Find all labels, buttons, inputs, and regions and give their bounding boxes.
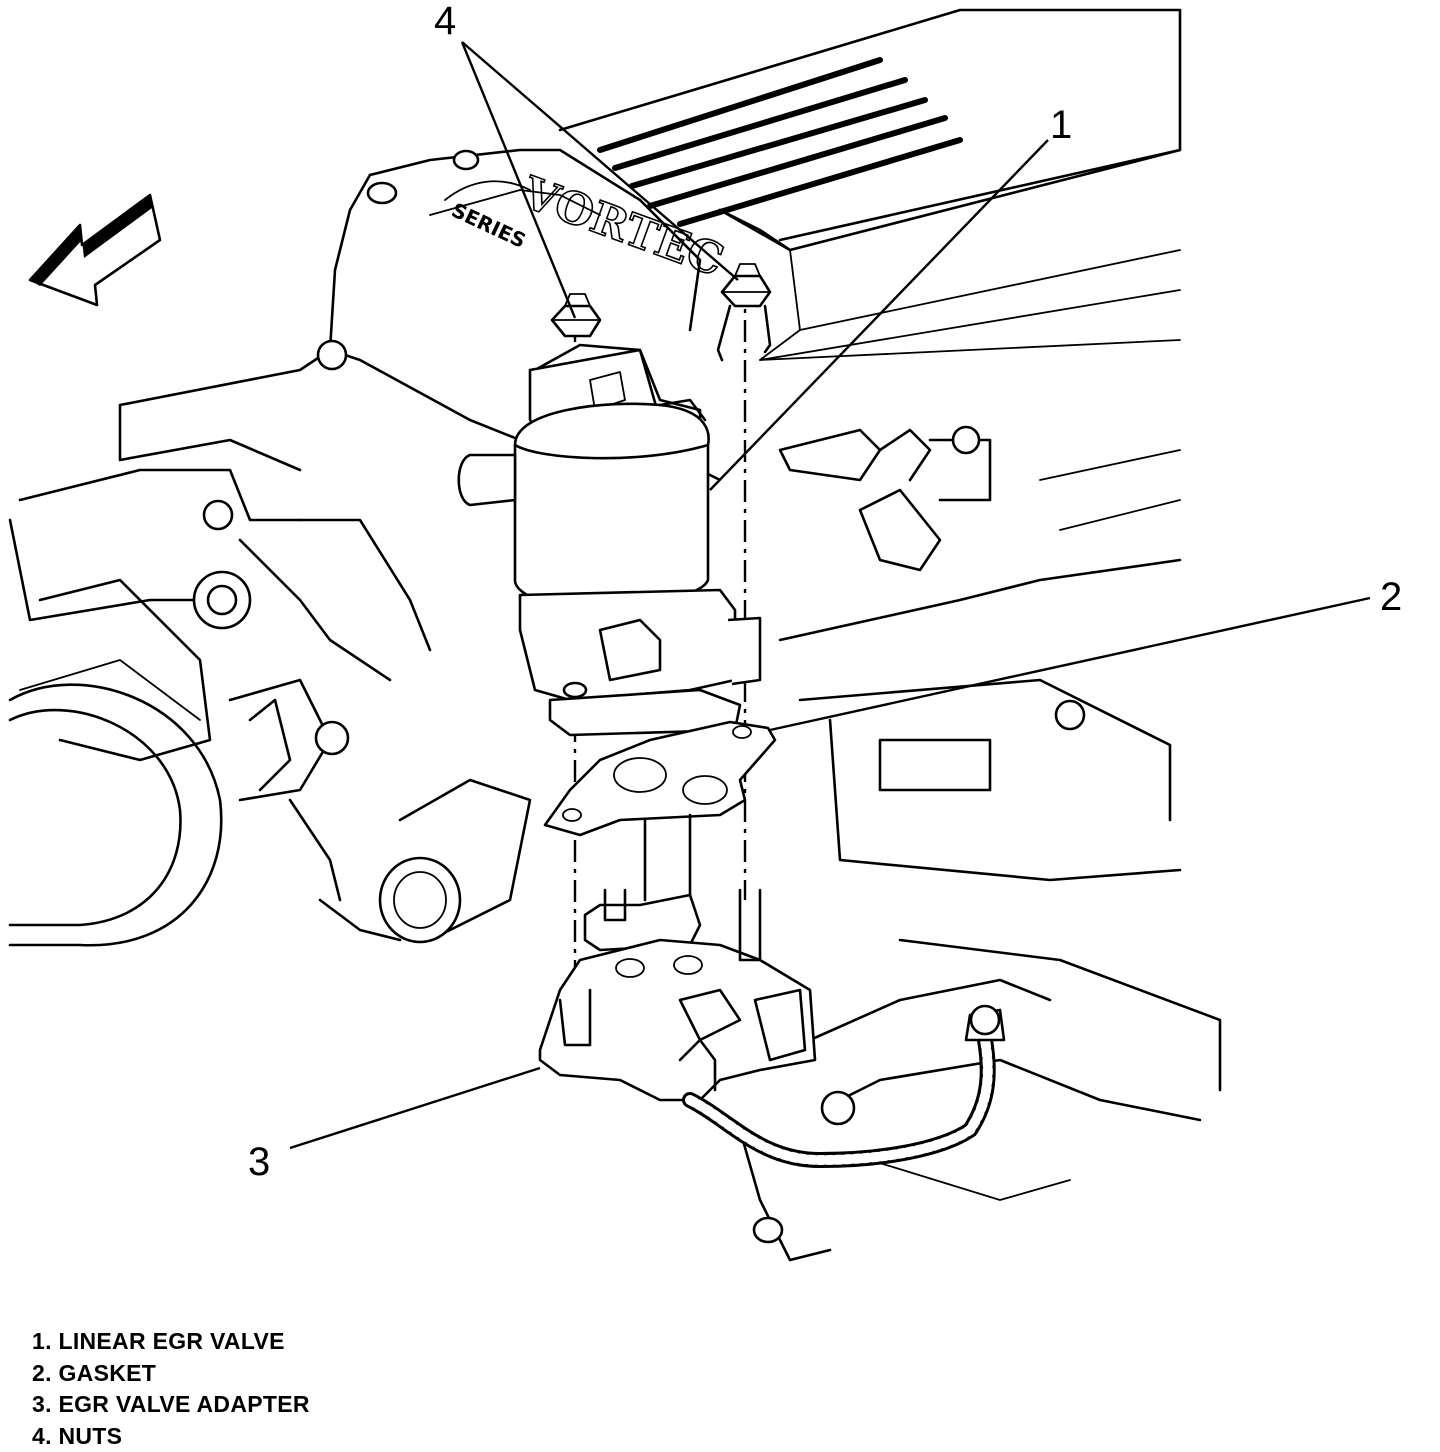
leader-lines [289,41,1371,1150]
nut-right-icon [716,263,772,362]
coolant-tube [318,778,532,944]
linear-egr-valve [457,343,762,737]
callout-3: 3 [248,1140,270,1184]
egr-tube [643,813,692,902]
manifold-casting: VORTEC SERIES [328,148,731,352]
egr-gasket [543,720,777,837]
legend-item-nuts: 4. NUTS [32,1422,123,1449]
parts-legend: 1. LINEAR EGR VALVE 2. GASKET 3. EGR VAL… [32,1326,310,1452]
legend-item-egr-valve-adapter: 3. EGR VALVE ADAPTER [32,1391,310,1417]
svg-text:SERIES: SERIES [448,198,530,253]
front-direction-arrow-icon [28,193,162,307]
callout-1: 1 [1050,103,1072,147]
egr-valve-adapter [538,888,817,1102]
legend-item-gasket: 2. GASKET [32,1359,157,1386]
sensor-cable [682,1004,1006,1169]
legend-item-linear-egr-valve: 1. LINEAR EGR VALVE [32,1328,285,1354]
nut-left-icon [550,293,602,338]
callout-2: 2 [1380,575,1402,619]
svg-text:VORTEC: VORTEC [515,167,730,287]
egr-valve-exploded-diagram: VORTEC SERIES [8,0,1402,1262]
engine-block-left [8,339,522,947]
engine-block-right [738,425,1222,1262]
callout-4: 4 [434,0,456,43]
intake-plenum [558,8,1182,361]
